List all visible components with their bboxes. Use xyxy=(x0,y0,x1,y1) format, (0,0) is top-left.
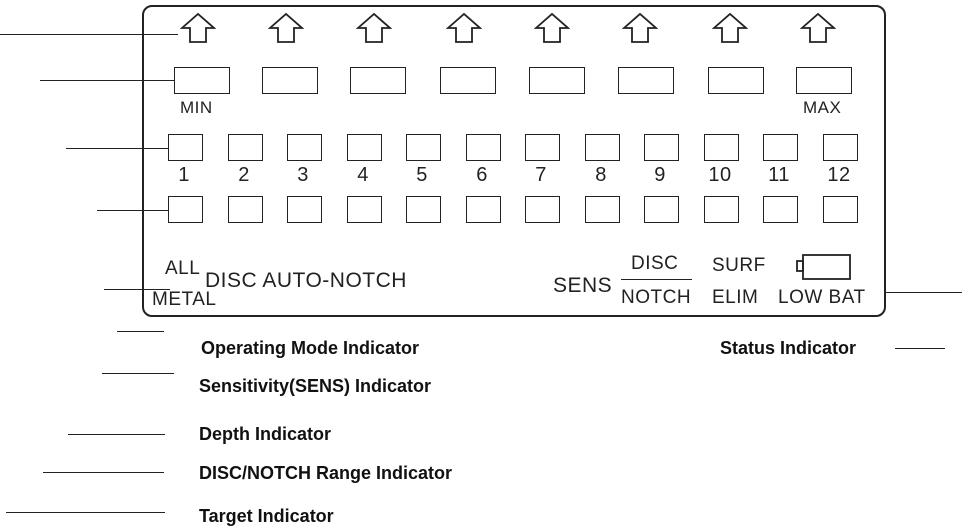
low-bat-label: LOW BAT xyxy=(778,287,866,308)
depth-leader-line xyxy=(66,148,168,149)
sensitivity-segment xyxy=(440,67,496,94)
status-leader-line xyxy=(885,292,962,293)
max-label: MAX xyxy=(803,98,842,117)
legend-line-range xyxy=(43,472,164,473)
depth-segment xyxy=(704,134,739,161)
sensitivity-segment xyxy=(708,67,764,94)
sensitivity-leader-line xyxy=(40,80,174,81)
depth-number: 5 xyxy=(416,164,428,186)
range-segment xyxy=(823,196,858,223)
range-segment xyxy=(644,196,679,223)
depth-number: 7 xyxy=(535,164,547,186)
lcd-display-panel xyxy=(142,5,886,317)
depth-number: 9 xyxy=(654,164,666,186)
range-leader-line xyxy=(97,210,168,211)
notch-label: NOTCH xyxy=(621,287,692,308)
sens-label: SENS xyxy=(553,274,613,297)
depth-segment xyxy=(228,134,263,161)
depth-number: 3 xyxy=(297,164,309,186)
range-segment xyxy=(763,196,798,223)
sensitivity-segment xyxy=(618,67,674,94)
range-segment xyxy=(704,196,739,223)
operating-mode-callout: Operating Mode Indicator xyxy=(201,338,420,358)
sensitivity-segment xyxy=(796,67,852,94)
depth-segment xyxy=(644,134,679,161)
target-arrow-icon xyxy=(356,12,392,43)
range-callout: DISC/NOTCH Range Indicator xyxy=(199,463,453,483)
range-segment xyxy=(525,196,560,223)
target-leader-line xyxy=(0,34,178,35)
depth-number: 2 xyxy=(238,164,250,186)
target-arrow-icon xyxy=(268,12,304,43)
all-label: ALL xyxy=(165,258,201,279)
depth-segment xyxy=(823,134,858,161)
metal-label: METAL xyxy=(152,289,217,310)
range-segment xyxy=(228,196,263,223)
depth-segment xyxy=(466,134,501,161)
depth-number: 10 xyxy=(708,164,732,186)
target-arrow-icon xyxy=(622,12,658,43)
depth-number: 8 xyxy=(595,164,607,186)
range-segment xyxy=(406,196,441,223)
legend-line-sensitivity xyxy=(102,373,174,374)
battery-icon xyxy=(796,254,851,280)
surf-label: SURF xyxy=(712,255,766,276)
sensitivity-segment xyxy=(262,67,318,94)
depth-segment xyxy=(763,134,798,161)
min-label: MIN xyxy=(180,98,213,117)
target-arrow-icon xyxy=(446,12,482,43)
depth-segment xyxy=(585,134,620,161)
disc-label: DISC xyxy=(631,253,679,274)
legend-line-depth xyxy=(68,434,165,435)
sensitivity-segment xyxy=(350,67,406,94)
target-arrow-icon xyxy=(180,12,216,43)
depth-number: 4 xyxy=(357,164,369,186)
target-arrow-icon xyxy=(534,12,570,43)
legend-line-status xyxy=(895,348,945,349)
depth-number: 6 xyxy=(476,164,488,186)
range-segment xyxy=(168,196,203,223)
target-arrow-icon xyxy=(800,12,836,43)
depth-segment xyxy=(287,134,322,161)
depth-number: 12 xyxy=(827,164,851,186)
status-callout: Status Indicator xyxy=(720,338,857,358)
elim-label: ELIM xyxy=(712,287,759,308)
depth-segment xyxy=(347,134,382,161)
depth-number: 1 xyxy=(178,164,190,186)
disc-autonotch-label: DISC AUTO-NOTCH xyxy=(205,269,407,292)
depth-segment xyxy=(168,134,203,161)
range-segment xyxy=(466,196,501,223)
depth-number: 11 xyxy=(768,164,790,186)
sensitivity-callout: Sensitivity(SENS) Indicator xyxy=(199,376,432,396)
legend-line-target xyxy=(6,512,165,513)
range-segment xyxy=(287,196,322,223)
depth-callout: Depth Indicator xyxy=(199,424,332,444)
sensitivity-segment xyxy=(529,67,585,94)
target-callout: Target Indicator xyxy=(199,506,334,526)
sensitivity-segment xyxy=(174,67,230,94)
range-segment xyxy=(347,196,382,223)
target-arrow-icon xyxy=(712,12,748,43)
range-segment xyxy=(585,196,620,223)
depth-segment xyxy=(406,134,441,161)
disc-notch-divider xyxy=(621,279,692,280)
legend-line-operating-mode xyxy=(117,331,164,332)
mode-leader-line xyxy=(104,289,170,290)
depth-segment xyxy=(525,134,560,161)
